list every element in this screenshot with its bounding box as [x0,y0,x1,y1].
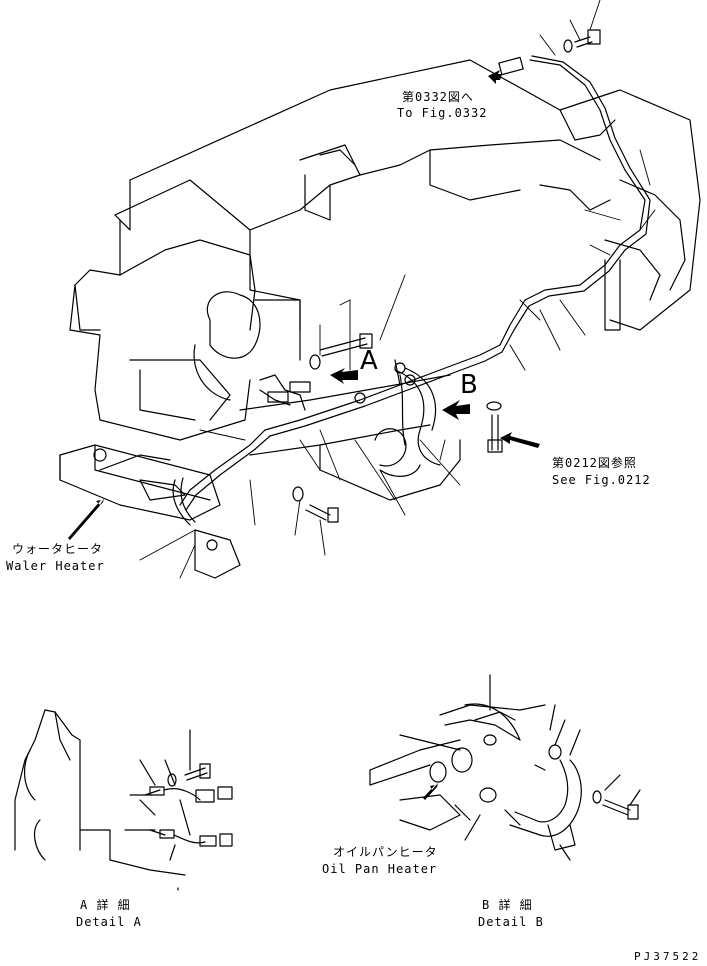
oil-pan-heater-label-ja: オイルパンヒータ [333,845,438,859]
detail-a-label-ja: A 詳 細 [80,898,131,912]
oil-pan-heater-label-en: Oil Pan Heater [322,862,438,876]
fig0212-label-en: See Fig.0212 [552,473,651,487]
fig0332-label-ja: 第0332図へ [402,90,474,104]
marker-a: A [360,346,379,376]
water-heater-label-en: Waler Heater [6,559,105,573]
detail-a-drawing [14,709,233,891]
direction-arrows [68,70,540,800]
fig0332-label-en: To Fig.0332 [397,106,488,120]
water-heater-label-ja: ウォータヒータ [12,542,104,556]
drawing-number: PJ37522 [634,950,702,963]
fig0212-label-ja: 第0212図参照 [552,456,637,470]
marker-b: B [460,370,479,400]
engine-block [59,59,701,579]
detail-a-label-en: Detail A [76,915,142,929]
leader-lines-main [139,0,656,579]
bolts-main [292,29,601,523]
detail-b-drawing [369,674,641,861]
heater-harness [172,55,651,526]
detail-b-label-ja: B 詳 細 [482,898,533,912]
detail-b-label-en: Detail B [478,915,544,929]
